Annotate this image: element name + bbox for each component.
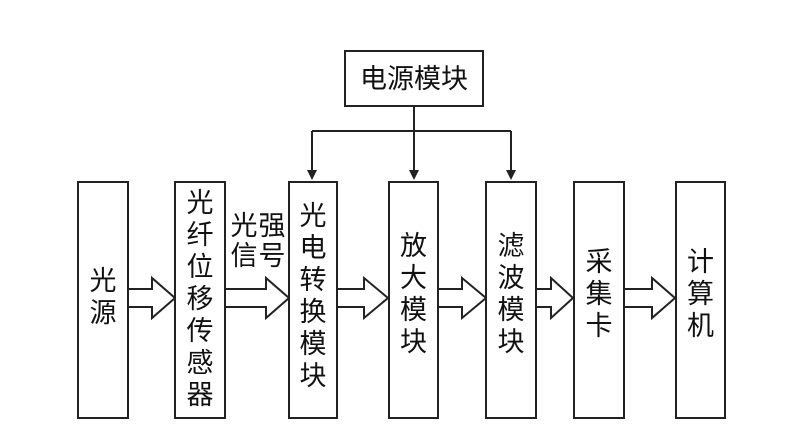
light-source-label: 光 源 [89,266,117,329]
acquisition-box: 采 集 卡 [573,181,625,419]
light-source-box: 光 源 [77,181,129,419]
photoelectric-box: 光 电 转 换 模 块 [288,181,338,419]
flow-arrow-sensor-to-photoelectric [224,275,291,321]
flow-arrow-filter-to-acquisition [535,275,575,321]
filter-label: 滤 波 模 块 [497,231,525,358]
flow-arrow-photoelectric-to-amplifier [336,275,390,321]
power-module-box: 电源模块 [344,50,484,107]
power-module-label: 电源模块 [360,64,468,95]
filter-box: 滤 波 模 块 [485,181,537,419]
amplifier-label: 放 大 模 块 [400,231,427,358]
flow-arrow-source-to-sensor [127,275,177,321]
computer-box: 计 算 机 [675,181,726,419]
amplifier-box: 放 大 模 块 [388,181,439,419]
fiber-sensor-label: 光 纤 位 移 传 感 器 [186,188,214,411]
flow-arrow-amplifier-to-filter [437,275,488,321]
flow-arrow-acquisition-to-computer [623,275,677,321]
computer-label: 计 算 机 [687,247,714,342]
photoelectric-label: 光 电 转 换 模 块 [299,201,327,392]
fiber-sensor-box: 光 纤 位 移 传 感 器 [174,181,226,419]
signal-label-col2: 强 号 [258,211,286,272]
signal-label-col1: 光 信 [230,211,258,272]
acquisition-label: 采 集 卡 [585,247,613,342]
